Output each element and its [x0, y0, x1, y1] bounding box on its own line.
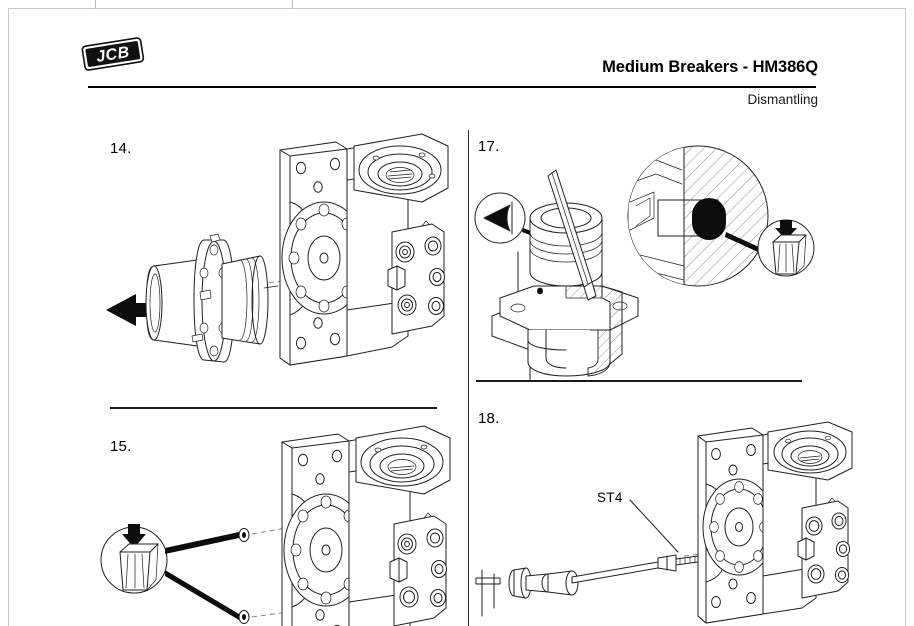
bush-assembly — [145, 233, 279, 363]
breaker-body — [281, 425, 451, 626]
o-ring-magnified — [692, 198, 726, 240]
step-number-18: 18. — [478, 410, 500, 427]
seal-pick-tool — [547, 169, 597, 301]
leader-wedge-upper — [165, 532, 239, 554]
callout-st4-label: ST4 — [597, 490, 623, 505]
breaker-body — [697, 421, 853, 624]
slide-hammer-puller-diagram — [470, 408, 910, 624]
step-number-17: 17. — [478, 138, 500, 155]
column-divider — [468, 130, 470, 626]
leader-wedge-lower — [165, 570, 239, 620]
svg-text:JCB: JCB — [95, 44, 131, 66]
page-border-right — [905, 8, 906, 626]
breaker-body — [279, 133, 449, 366]
page-title: Medium Breakers - HM386Q — [602, 58, 818, 76]
step-number-15: 15. — [110, 438, 132, 455]
jcb-logo: JCB — [81, 37, 145, 72]
leader-st4 — [629, 499, 679, 553]
o-ring-section-left — [537, 287, 543, 295]
view-direction-icon — [474, 192, 526, 244]
hydraulic-port-block — [389, 512, 447, 626]
hydraulic-port-block — [797, 497, 851, 599]
o-ring-discard-diagram — [92, 425, 462, 626]
discard-bin-icon — [100, 524, 168, 594]
o-ring-upper — [238, 528, 250, 542]
registration-tab-mark — [95, 0, 96, 9]
page-subtitle: Dismantling — [747, 92, 818, 107]
detail-magnifier-circle — [627, 145, 769, 287]
hydraulic-port-block — [387, 220, 445, 335]
section-hatch-right — [601, 218, 623, 366]
bush-removal-diagram — [92, 133, 452, 400]
registration-tab-mark — [292, 0, 293, 9]
o-ring-lower — [238, 610, 250, 624]
page-border-left — [8, 8, 9, 626]
pull-direction-arrow — [106, 294, 170, 326]
step-separator-right — [476, 380, 802, 382]
slide-hammer-tool — [475, 554, 699, 617]
seal-removal-section-diagram — [470, 140, 820, 381]
page-border-top — [8, 8, 906, 9]
step-separator-left — [110, 407, 437, 409]
discard-bin-icon — [757, 219, 815, 277]
header-rule — [88, 86, 816, 88]
step-number-14: 14. — [110, 140, 132, 157]
